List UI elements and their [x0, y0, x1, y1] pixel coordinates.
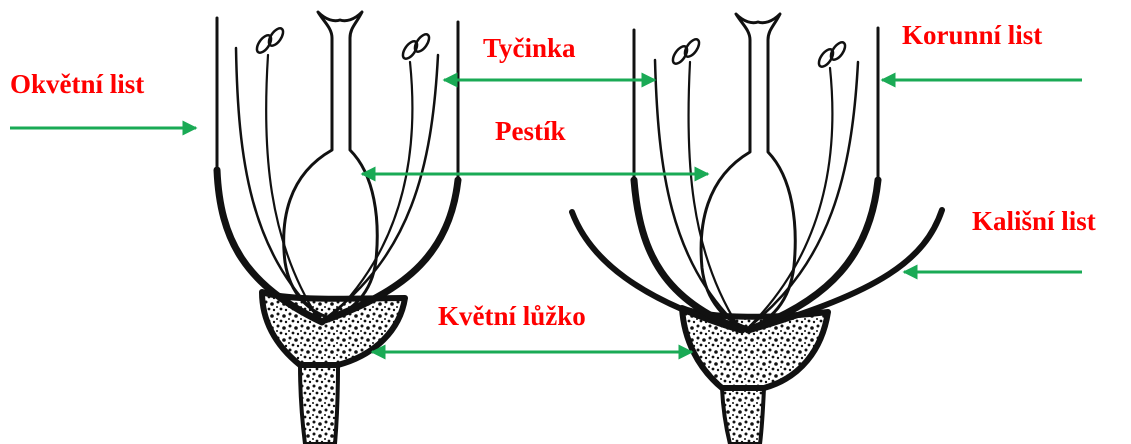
- right-anther-left: [670, 37, 702, 66]
- label-stamen: Tyčinka: [483, 35, 576, 62]
- left-pistil: [284, 12, 378, 318]
- label-petal: Korunní list: [902, 22, 1042, 49]
- label-pistil: Pestík: [495, 118, 566, 145]
- right-anther-right: [816, 40, 848, 69]
- left-stalk: [300, 365, 338, 444]
- left-anther-right: [400, 32, 432, 61]
- label-receptacle: Květní lůžko: [438, 303, 586, 330]
- left-flower: [217, 12, 458, 444]
- right-stalk: [722, 388, 764, 444]
- label-sepal: Kališní list: [972, 208, 1096, 235]
- label-tepal: Okvětní list: [10, 71, 144, 98]
- left-anther-left: [254, 26, 286, 55]
